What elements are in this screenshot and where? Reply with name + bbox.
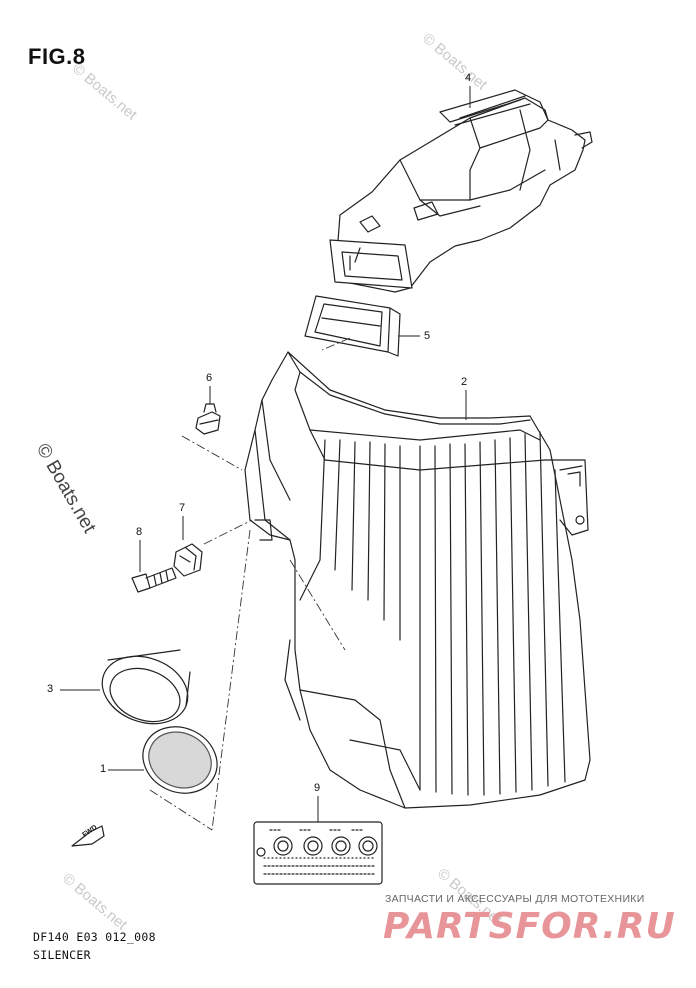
part-7-grommet (173, 543, 203, 577)
part-9-label (253, 821, 383, 885)
fwd-arrow (71, 825, 105, 847)
shop-tagline: ЗАПЧАСТИ И АКСЕССУАРЫ ДЛЯ МОТОТЕХНИКИ (385, 893, 645, 905)
callout-8: 8 (136, 526, 143, 538)
callout-3: 3 (47, 683, 54, 695)
callout-9: 9 (314, 782, 321, 794)
callout-7: 7 (179, 502, 186, 514)
callout-2: 2 (461, 376, 468, 388)
model-code: DF140 E03 012_008 (33, 930, 156, 944)
part-2-silencer (244, 351, 591, 809)
part-4-intake-duct (329, 89, 593, 293)
part-name: SILENCER (33, 948, 91, 962)
part-1-screen (142, 726, 218, 794)
part-8-bolt (131, 567, 177, 593)
callout-1: 1 (100, 763, 107, 775)
figure-title: FIG.8 (28, 44, 86, 69)
part-5-gasket (304, 295, 401, 357)
part-3-ring (101, 649, 191, 725)
callout-5: 5 (424, 330, 431, 342)
part-6-clip (195, 403, 221, 435)
shop-brand: PARTSFOR.RU (383, 906, 676, 947)
callout-4: 4 (465, 72, 472, 84)
callout-6: 6 (206, 372, 213, 384)
